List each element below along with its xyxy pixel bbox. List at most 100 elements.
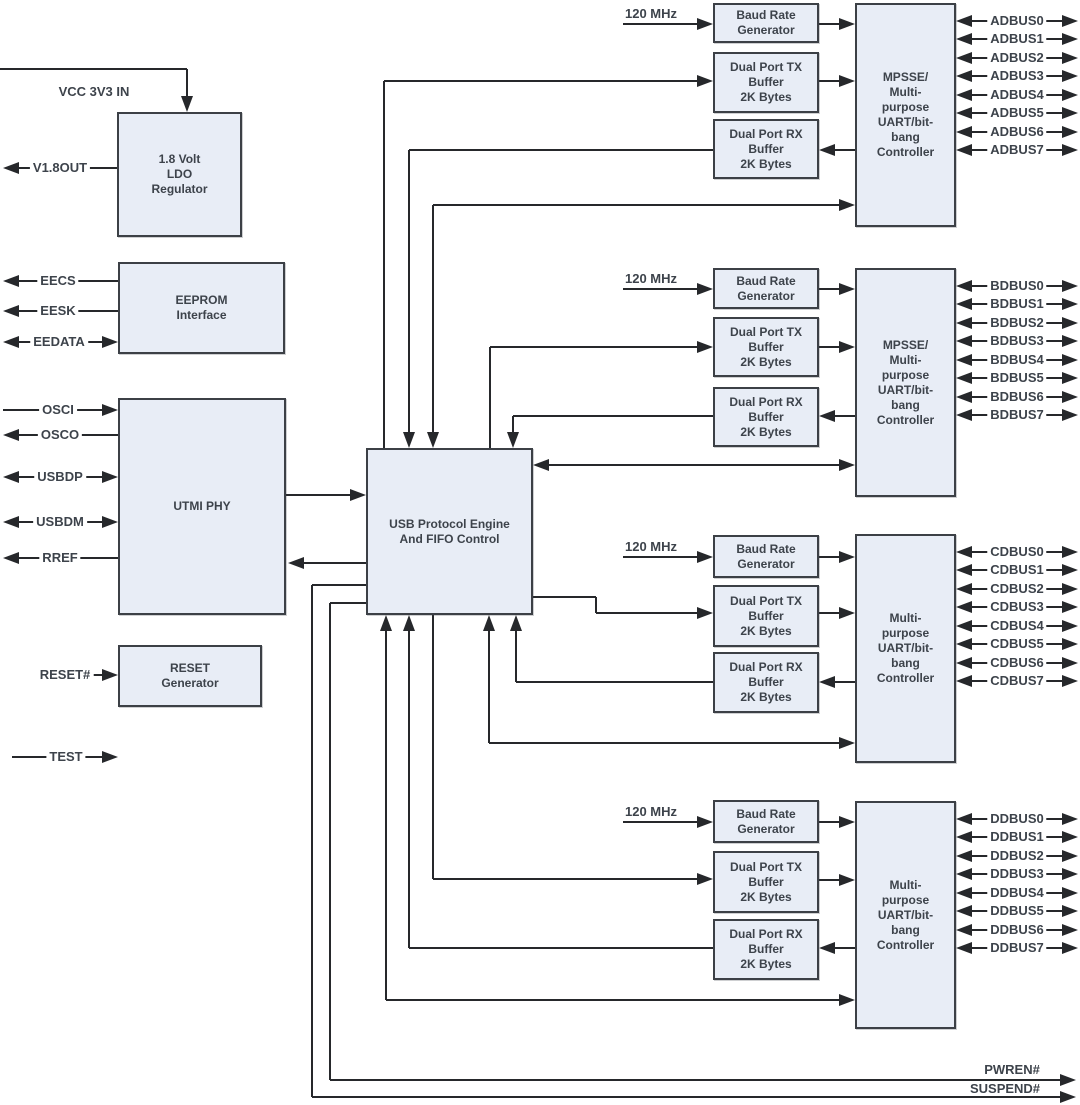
wire <box>819 821 841 823</box>
arrowhead-icon <box>956 942 972 954</box>
arrowhead-icon <box>1062 391 1078 403</box>
channel-D-clock-label: 120 MHz <box>624 804 678 819</box>
arrowhead-icon <box>697 18 713 30</box>
wire <box>512 416 514 432</box>
arrowhead-icon <box>1062 144 1078 156</box>
bus-label-bdbus7: BDBUS7 <box>987 408 1047 422</box>
arrowhead-icon <box>956 601 972 613</box>
arrowhead-icon <box>1062 887 1078 899</box>
arrowhead-icon <box>956 675 972 687</box>
signal-label-suspend: SUSPEND# <box>969 1081 1041 1096</box>
arrowhead-icon <box>956 298 972 310</box>
arrowhead-icon <box>839 199 855 211</box>
arrowhead-icon <box>697 873 713 885</box>
wire <box>533 596 596 598</box>
eeprom-interface-block-label: EEPROM <box>175 293 228 307</box>
arrowhead-icon <box>956 831 972 843</box>
arrowhead-icon <box>839 75 855 87</box>
channel-B-rx-buffer-block-label: Dual Port RX <box>729 394 803 409</box>
arrowhead-icon <box>1062 546 1078 558</box>
channel-B-rx-buffer-block-label: 2K Bytes <box>740 424 792 439</box>
channel-A-controller-block-label: purpose <box>881 100 930 114</box>
arrowhead-icon <box>839 341 855 353</box>
channel-D-tx-buffer-block-label: 2K Bytes <box>740 889 792 904</box>
wire <box>833 947 855 949</box>
arrowhead-icon <box>3 305 19 317</box>
bus-label-adbus6: ADBUS6 <box>987 125 1047 139</box>
arrowhead-icon <box>956 280 972 292</box>
arrowhead-icon <box>288 557 304 569</box>
arrowhead-icon <box>697 607 713 619</box>
bus-label-adbus4: ADBUS4 <box>987 88 1047 102</box>
arrowhead-icon <box>697 551 713 563</box>
wire <box>384 80 699 82</box>
arrowhead-icon <box>839 816 855 828</box>
wire <box>833 415 855 417</box>
arrowhead-icon <box>1062 942 1078 954</box>
channel-D-tx-buffer-block-label: Dual Port TX <box>729 859 802 874</box>
bus-label-ddbus5: DDBUS5 <box>987 904 1047 918</box>
channel-C-baud-rate-generator-block-label: Generator <box>737 556 795 571</box>
bus-label-cdbus4: CDBUS4 <box>987 619 1047 633</box>
channel-B-tx-buffer-block-label: Dual Port TX <box>729 324 802 339</box>
reset-generator-block-label: Generator <box>161 676 219 690</box>
channel-D-clock-wire <box>623 821 699 823</box>
wire <box>819 612 841 614</box>
wire <box>186 69 188 98</box>
arrowhead-icon <box>403 432 415 448</box>
arrowhead-icon <box>956 70 972 82</box>
wire <box>833 149 855 151</box>
bus-label-bdbus4: BDBUS4 <box>987 353 1047 367</box>
bus-label-bdbus2: BDBUS2 <box>987 316 1047 330</box>
channel-A-clock-label: 120 MHz <box>624 6 678 21</box>
wire <box>489 742 841 744</box>
wire <box>549 464 841 466</box>
bus-label-adbus0: ADBUS0 <box>987 14 1047 28</box>
arrowhead-icon <box>956 813 972 825</box>
wire <box>490 346 699 348</box>
arrowhead-icon <box>839 874 855 886</box>
channel-B-rx-buffer-block-label: Buffer <box>748 409 784 424</box>
wire <box>383 81 385 448</box>
wire <box>596 612 699 614</box>
signal-label-osco: OSCO <box>37 428 83 442</box>
arrowhead-icon <box>1062 89 1078 101</box>
bus-label-ddbus4: DDBUS4 <box>987 886 1047 900</box>
arrowhead-icon <box>1062 126 1078 138</box>
reset-generator-block-label: RESET <box>169 661 210 675</box>
arrowhead-icon <box>1062 868 1078 880</box>
arrowhead-icon <box>1062 317 1078 329</box>
bus-label-cdbus0: CDBUS0 <box>987 545 1047 559</box>
arrowhead-icon <box>697 341 713 353</box>
arrowhead-icon <box>3 429 19 441</box>
wire <box>819 556 841 558</box>
eeprom-interface-block-label: Interface <box>176 308 227 322</box>
channel-B-controller-block-label: MPSSE/ <box>882 337 929 352</box>
wire <box>408 631 410 948</box>
wire <box>819 80 841 82</box>
wire <box>312 584 366 586</box>
wire <box>409 149 713 151</box>
bus-label-adbus2: ADBUS2 <box>987 51 1047 65</box>
wire <box>819 346 841 348</box>
channel-B-tx-buffer-block-label: 2K Bytes <box>740 354 792 369</box>
bus-label-bdbus1: BDBUS1 <box>987 297 1047 311</box>
arrowhead-icon <box>956 887 972 899</box>
arrowhead-icon <box>1062 601 1078 613</box>
arrowhead-icon <box>3 275 19 287</box>
signal-label-eecs: EECS <box>37 274 79 288</box>
signal-label-test: TEST <box>46 750 86 764</box>
bus-label-bdbus5: BDBUS5 <box>987 371 1047 385</box>
channel-C-controller-block-label: UART/bit- <box>877 641 934 655</box>
channel-A-controller-block-label: bang <box>891 130 920 144</box>
bus-label-bdbus0: BDBUS0 <box>987 279 1047 293</box>
bus-label-cdbus7: CDBUS7 <box>987 674 1047 688</box>
arrowhead-icon <box>1062 831 1078 843</box>
arrowhead-icon <box>350 489 366 501</box>
arrowhead-icon <box>839 607 855 619</box>
signal-label-osci: OSCI <box>39 403 77 417</box>
signal-label-usbdp: USBDP <box>34 470 86 484</box>
